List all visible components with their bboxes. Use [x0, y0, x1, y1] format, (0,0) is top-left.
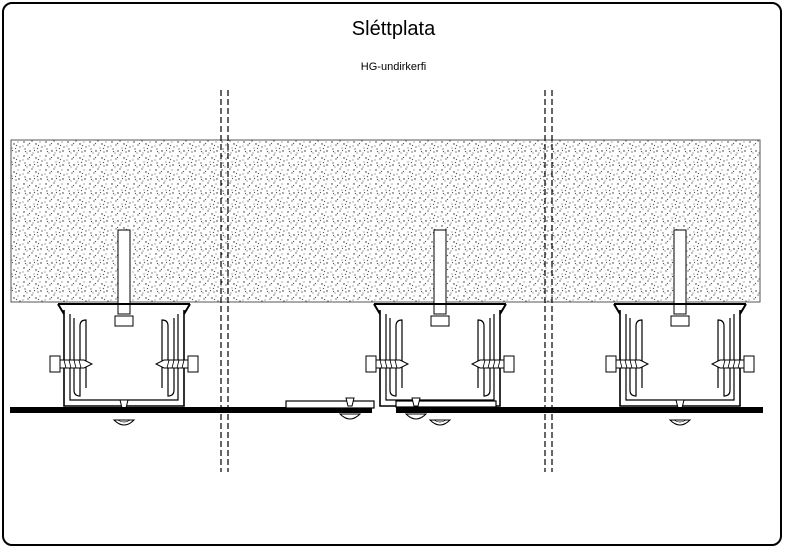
- drawing-title: Sléttplata: [351, 18, 436, 40]
- drawing-subtitle: HG-undirkerfi: [360, 61, 427, 73]
- ceiling-plates: [10, 400, 763, 413]
- concrete-slab: [10, 139, 761, 303]
- fastener-icon: [338, 397, 428, 420]
- drawing-frame: [2, 2, 782, 546]
